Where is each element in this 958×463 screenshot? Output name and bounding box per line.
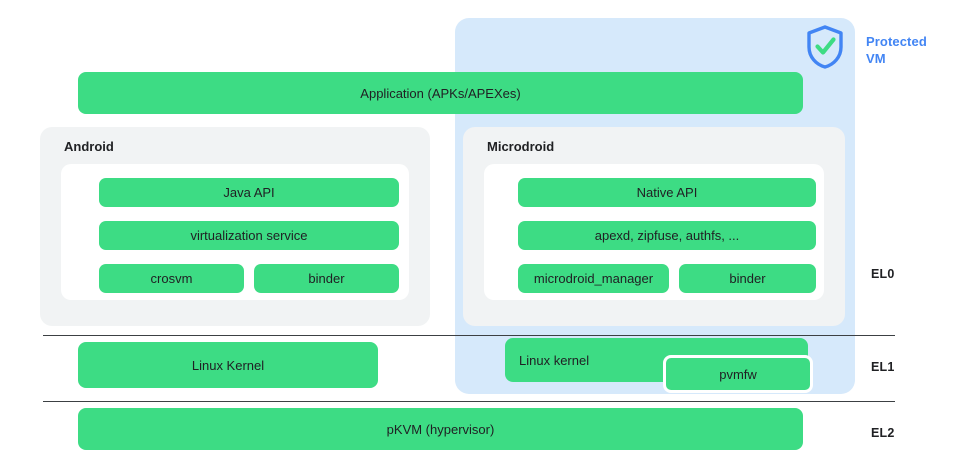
- microdroid-panel: Microdroid Native API apexd, zipfuse, au…: [463, 127, 845, 326]
- android-panel: Android Java API virtualization service …: [40, 127, 430, 326]
- android-bar-binder: binder: [254, 264, 399, 293]
- shield-check-icon: [807, 25, 843, 69]
- application-bar: Application (APKs/APEXes): [78, 72, 803, 114]
- microdroid-bar-native-api: Native API: [518, 178, 816, 207]
- linux-kernel-host-bar: Linux Kernel: [78, 342, 378, 388]
- android-title: Android: [64, 139, 114, 154]
- pvmfw-bar: pvmfw: [663, 355, 813, 393]
- exception-level-label-el0: EL0: [871, 267, 895, 281]
- microdroid-bar-microdroid-manager: microdroid_manager: [518, 264, 669, 293]
- protected-vm-label-line2: VM: [866, 51, 886, 66]
- exception-level-label-el2: EL2: [871, 426, 895, 440]
- divider-el1-el2: [43, 401, 895, 402]
- android-bar-virtualization-service: virtualization service: [99, 221, 399, 250]
- pkvm-hypervisor-bar: pKVM (hypervisor): [78, 408, 803, 450]
- android-card: Java API virtualization service crosvm b…: [61, 164, 409, 300]
- android-bar-java-api: Java API: [99, 178, 399, 207]
- android-bar-crosvm: crosvm: [99, 264, 244, 293]
- divider-el0-el1: [43, 335, 895, 336]
- protected-vm-label: Protected VM: [866, 33, 950, 67]
- microdroid-bar-binder: binder: [679, 264, 816, 293]
- microdroid-card: Native API apexd, zipfuse, authfs, ... m…: [484, 164, 824, 300]
- protected-vm-label-line1: Protected: [866, 34, 927, 49]
- microdroid-title: Microdroid: [487, 139, 555, 154]
- microdroid-bar-apexd: apexd, zipfuse, authfs, ...: [518, 221, 816, 250]
- exception-level-label-el1: EL1: [871, 360, 895, 374]
